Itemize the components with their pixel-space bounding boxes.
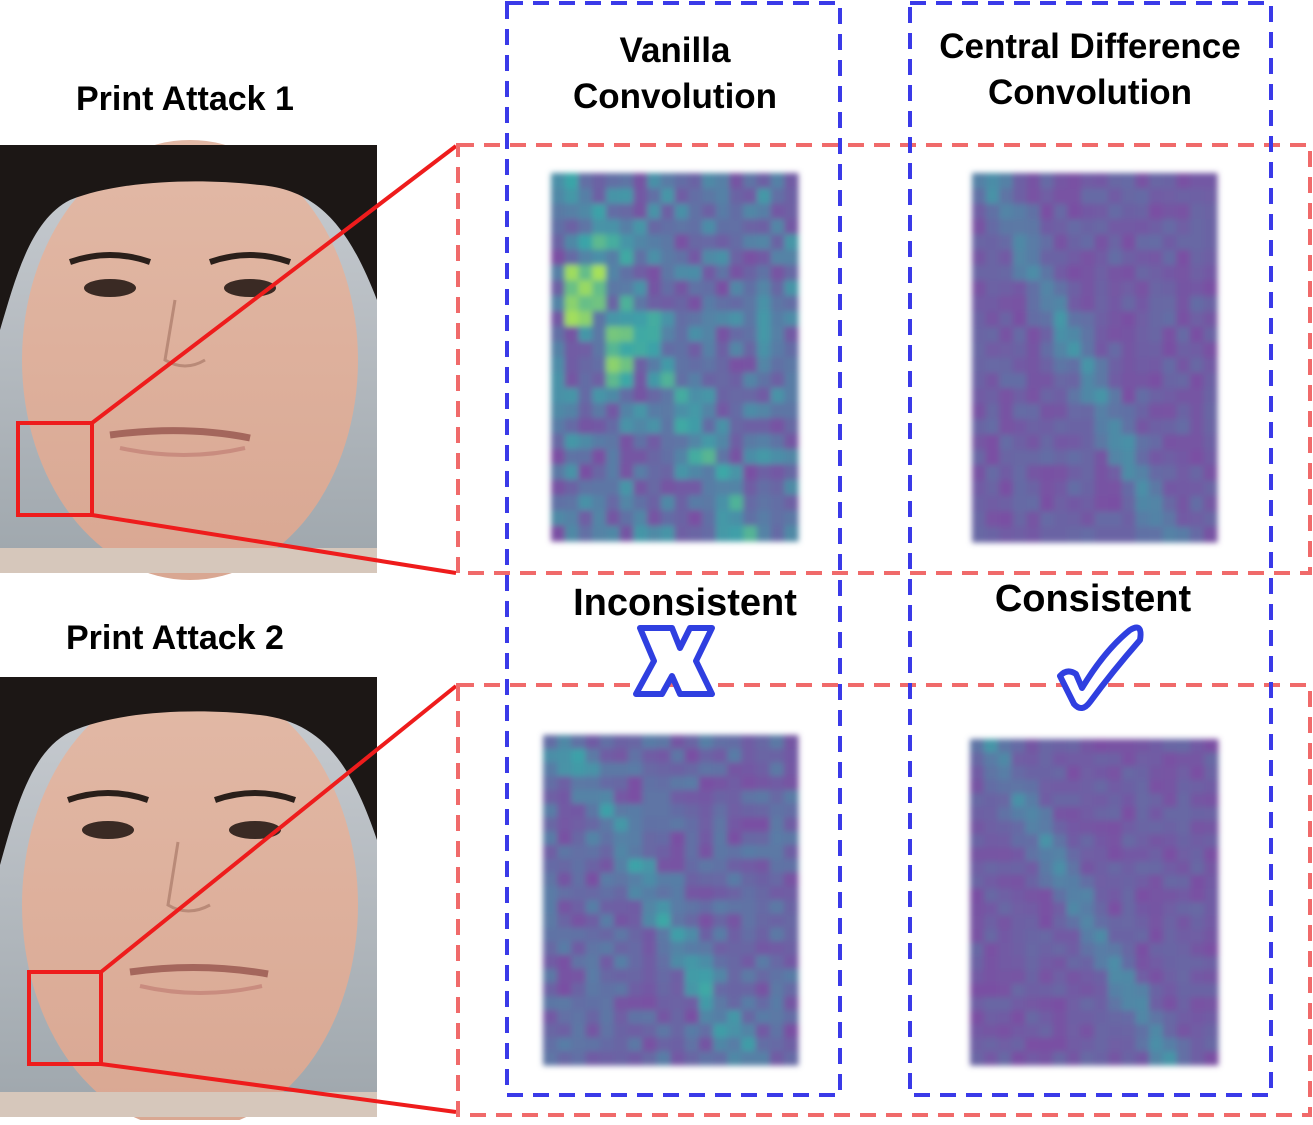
heatmap-cdc-attack-1 bbox=[972, 173, 1218, 543]
heatmap-cdc-attack-2 bbox=[970, 739, 1219, 1066]
row-label-attack-2: Print Attack 2 bbox=[66, 619, 284, 657]
column-header-cdc: Central Difference Convolution bbox=[912, 24, 1268, 116]
column-header-cdc-line2: Convolution bbox=[987, 73, 1193, 112]
crop-box-attack-2 bbox=[27, 970, 103, 1066]
column-box-vanilla bbox=[505, 1, 842, 1097]
verdict-vanilla: Inconsistent bbox=[573, 582, 797, 624]
zoom-line-1b bbox=[91, 513, 457, 575]
row-box-attack-1 bbox=[456, 143, 1312, 575]
column-header-vanilla: Vanilla Convolution bbox=[520, 28, 830, 120]
cross-icon bbox=[633, 625, 715, 697]
zoom-line-2b bbox=[100, 1062, 457, 1114]
face-photo-print-attack-1 bbox=[0, 140, 377, 580]
verdict-cdc: Consistent bbox=[994, 578, 1192, 620]
check-icon bbox=[1057, 624, 1144, 711]
heatmap-vanilla-attack-1 bbox=[551, 173, 799, 542]
zoom-line-1a bbox=[90, 144, 458, 425]
heatmap-vanilla-attack-2 bbox=[543, 735, 799, 1066]
zoom-line-2a bbox=[99, 684, 458, 974]
column-header-vanilla-line1: Vanilla bbox=[619, 31, 731, 70]
row-label-attack-1: Print Attack 1 bbox=[76, 80, 294, 118]
face-photo-print-attack-2 bbox=[0, 677, 377, 1125]
row-box-attack-2 bbox=[456, 683, 1312, 1117]
column-header-cdc-line1: Central Difference bbox=[939, 27, 1241, 66]
crop-box-attack-1 bbox=[16, 421, 94, 517]
column-header-vanilla-line2: Convolution bbox=[572, 77, 778, 116]
